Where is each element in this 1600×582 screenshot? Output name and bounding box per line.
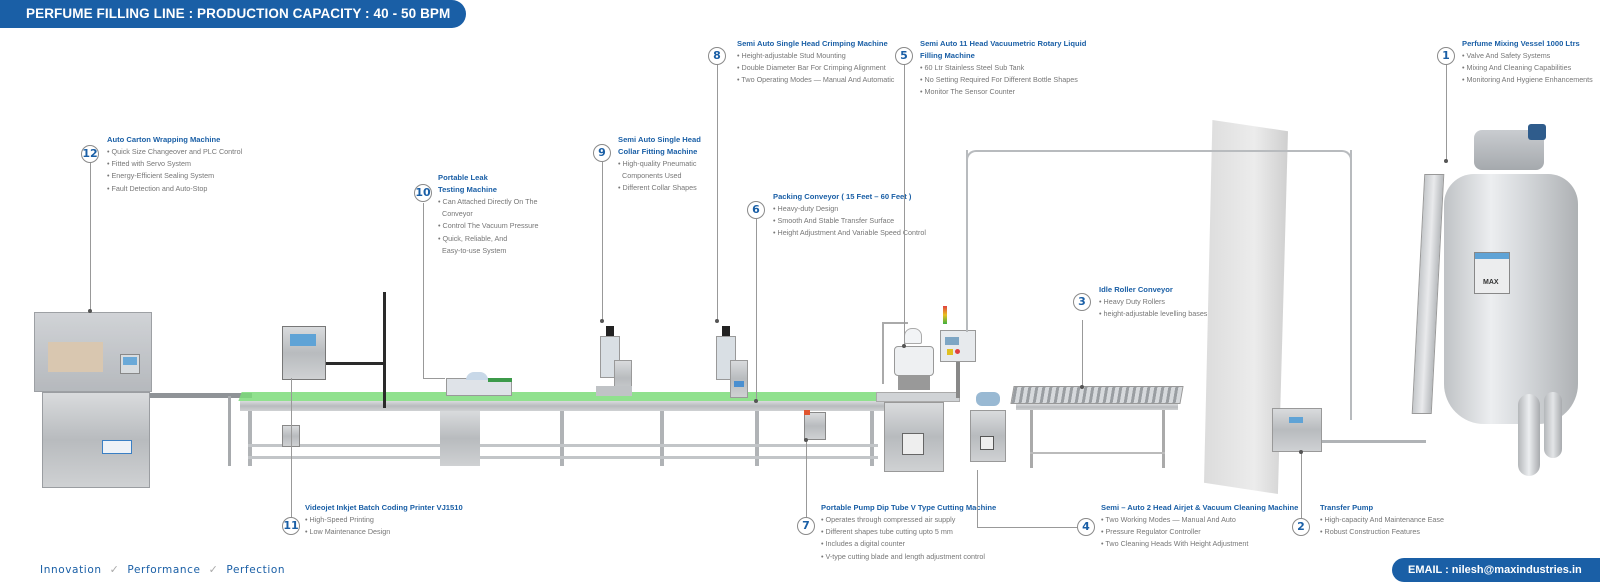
callout-title: Portable Leak <box>438 173 488 182</box>
crimping-machine-image <box>712 326 748 402</box>
callout-bullets: Operates through compressed air supply D… <box>821 514 985 563</box>
callout-bullets: Quick Size Changeover and PLC Control Fi… <box>107 146 243 195</box>
footer-tagline: Innovation ✓ Performance ✓ Perfection <box>40 563 285 576</box>
callout-title: Semi Auto Single Head <box>618 135 701 144</box>
callout-bullets: Heavy Duty Rollers height-adjustable lev… <box>1099 296 1208 320</box>
callout-bullets: 60 Ltr Stainless Steel Sub Tank No Setti… <box>920 62 1078 99</box>
idle-roller-conveyor-image <box>1010 382 1184 472</box>
rotary-filling-machine-image <box>876 318 970 474</box>
carton-wrapping-machine-image <box>34 312 152 488</box>
callout-bullets: Two Working Modes — Manual And Auto Pres… <box>1101 514 1248 551</box>
packing-conveyor-image <box>238 392 894 470</box>
leak-testing-machine-image <box>446 372 512 396</box>
callout-number: 8 <box>708 47 726 65</box>
callout-bullets: High-capacity And Maintenance Ease Robus… <box>1320 514 1444 538</box>
callout-title: Semi – Auto 2 Head Airjet & Vacuum Clean… <box>1101 503 1299 512</box>
callout-title: Semi Auto Single Head Crimping Machine <box>737 39 888 48</box>
collar-fitting-machine-image <box>596 326 632 400</box>
callout-bullets: Height-adjustable Stud Mounting Double D… <box>737 50 894 87</box>
callout-number: 10 <box>414 184 432 202</box>
callout-number: 11 <box>282 517 300 535</box>
callout-number: 12 <box>81 145 99 163</box>
callout-number: 5 <box>895 47 913 65</box>
callout-title: Transfer Pump <box>1320 503 1374 512</box>
check-icon: ✓ <box>208 563 219 576</box>
dip-tube-cutting-machine-image <box>804 412 826 440</box>
callout-title-line2: Collar Fitting Machine <box>618 147 698 156</box>
tagline-performance: Performance <box>127 563 201 576</box>
callout-number: 3 <box>1073 293 1091 311</box>
callout-bullets: Valve And Safety Systems Mixing And Clea… <box>1462 50 1593 87</box>
callout-bullets: Heavy-duty Design Smooth And Stable Tran… <box>773 203 927 240</box>
control-panel-image <box>940 330 976 362</box>
callout-title: Portable Pump Dip Tube V Type Cutting Ma… <box>821 503 997 512</box>
page-title-banner: PERFUME FILLING LINE : PRODUCTION CAPACI… <box>0 0 466 28</box>
callout-number: 9 <box>593 144 611 162</box>
callout-title: Perfume Mixing Vessel 1000 Ltrs <box>1462 39 1580 48</box>
callout-bullets: High-Speed Printing Low Maintenance Desi… <box>305 514 391 538</box>
callout-title-line2: Filling Machine <box>920 51 975 60</box>
callout-title: Semi Auto 11 Head Vacuumetric Rotary Liq… <box>920 39 1087 48</box>
check-icon: ✓ <box>109 563 120 576</box>
tagline-perfection: Perfection <box>226 563 286 576</box>
mixing-vessel-image: MAX <box>1411 124 1578 484</box>
callout-number: 6 <box>747 201 765 219</box>
callout-title: Idle Roller Conveyor <box>1099 285 1173 294</box>
callout-number: 1 <box>1437 47 1455 65</box>
tagline-innovation: Innovation <box>40 563 102 576</box>
callout-number: 2 <box>1292 518 1310 536</box>
callout-bullets: Can Attached Directly On The Conveyor Co… <box>438 196 539 257</box>
transfer-pump-image <box>1272 408 1322 452</box>
callout-title-line2: Testing Machine <box>438 185 497 194</box>
callout-number: 7 <box>797 517 815 535</box>
email-contact-banner[interactable]: EMAIL : nilesh@maxindustries.in <box>1392 558 1600 582</box>
callout-title: Videojet Inkjet Batch Coding Printer VJ1… <box>305 503 463 512</box>
callout-bullets: High-quality Pneumatic Components Used D… <box>618 158 697 195</box>
callout-title: Packing Conveyor ( 15 Feet – 60 Feet ) <box>773 192 912 201</box>
airjet-cleaning-machine-image <box>970 392 1006 470</box>
callout-title: Auto Carton Wrapping Machine <box>107 135 221 144</box>
max-logo: MAX <box>1483 279 1499 286</box>
callout-number: 4 <box>1077 518 1095 536</box>
inkjet-printer-image <box>282 326 326 382</box>
